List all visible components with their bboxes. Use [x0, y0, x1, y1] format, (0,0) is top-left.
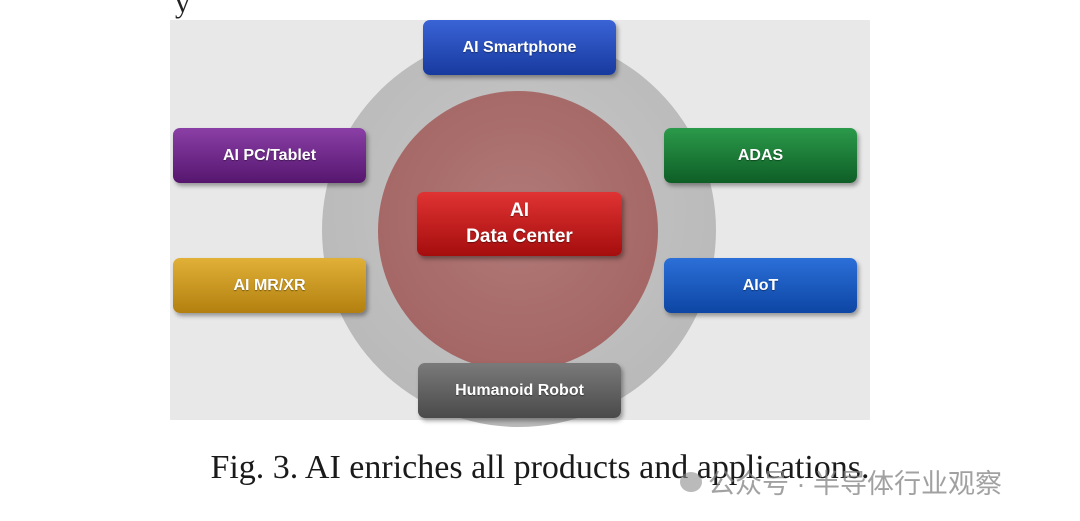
- wechat-icon: [680, 471, 702, 492]
- figure-caption: Fig. 3. AI enriches all products and app…: [210, 449, 870, 486]
- node-ai-smartphone: AI Smartphone: [423, 20, 616, 75]
- node-adas: ADAS: [664, 128, 857, 183]
- node-aiot: AIoT: [664, 258, 857, 313]
- node-ai-pc-tablet: AI PC/Tablet: [173, 128, 366, 183]
- center-ai-data-center: AI Data Center: [417, 192, 622, 256]
- center-line-1: AI: [510, 200, 529, 222]
- watermark: 公众号 · 半导体行业观察: [680, 462, 1002, 501]
- node-label: AI MR/XR: [233, 276, 306, 294]
- node-label: AIoT: [742, 276, 779, 294]
- previous-text-fragment: y: [175, 0, 190, 19]
- watermark-text: 公众号 · 半导体行业观察: [708, 469, 1002, 499]
- node-label: AI PC/Tablet: [222, 146, 317, 164]
- node-humanoid-robot: Humanoid Robot: [418, 363, 621, 418]
- center-line-2: Data Center: [466, 226, 573, 247]
- node-ai-mr-xr: AI MR/XR: [173, 258, 366, 313]
- node-label: AI Smartphone: [462, 38, 577, 56]
- node-label: Humanoid Robot: [455, 381, 584, 399]
- node-label: ADAS: [737, 146, 784, 164]
